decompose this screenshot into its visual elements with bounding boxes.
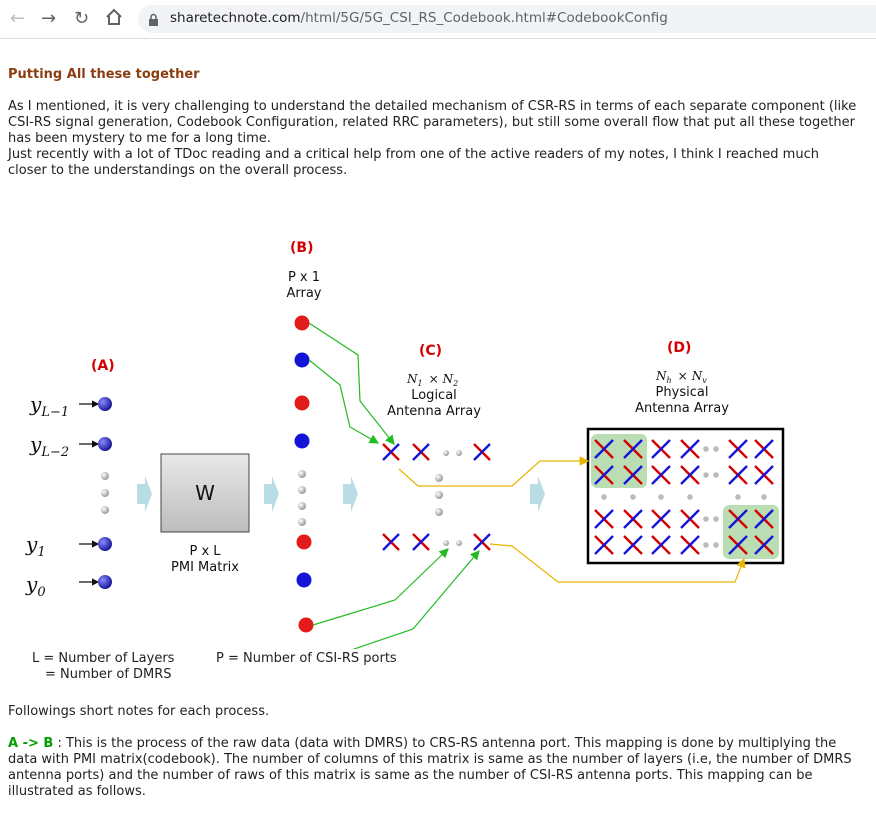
antenna-element: [651, 465, 671, 485]
ellipsis-dot: [630, 494, 636, 500]
port-dots: [294, 315, 314, 633]
a-to-b-label: A -> B: [8, 736, 54, 751]
label-b: (B): [290, 240, 313, 256]
ellipsis-dot: [687, 494, 693, 500]
csi-rs-flow-diagram: (A) yL−1 yL−2 y1 y0: [25, 240, 785, 649]
forward-arrow-icon[interactable]: →: [41, 8, 57, 29]
antenna-element: [623, 439, 643, 459]
logical-dim-label: N1×N2: [406, 372, 458, 388]
ellipsis-dot: [713, 472, 719, 478]
logical-array-label: Antenna Array: [387, 404, 481, 419]
layer-dots: [98, 397, 112, 589]
array-dim-label: P x 1: [288, 270, 320, 285]
antenna-element: [680, 509, 700, 529]
url-text: sharetechnote.com/html/5G/5G_CSI_RS_Code…: [170, 10, 668, 26]
ellipsis-dot: [601, 494, 607, 500]
array-label: Array: [286, 286, 321, 301]
home-icon[interactable]: [105, 8, 123, 31]
antenna-element: [754, 535, 774, 555]
ellipsis-dot: [703, 446, 709, 452]
reload-icon[interactable]: ↻: [74, 8, 90, 29]
label-c: (C): [419, 343, 442, 359]
pmi-matrix-box: [160, 453, 250, 533]
antenna-element: [651, 535, 671, 555]
antenna-element: [754, 509, 774, 529]
pmi-dim-label: P x L: [189, 544, 221, 559]
antenna-element: [754, 465, 774, 485]
logical-array: [382, 443, 491, 551]
label-d: (D): [667, 340, 691, 356]
ellipsis-dot: [713, 516, 719, 522]
address-bar[interactable]: sharetechnote.com/html/5G/5G_CSI_RS_Code…: [138, 5, 876, 33]
antenna-element: [651, 509, 671, 529]
paragraph-a-to-b: A -> B : This is the process of the raw …: [8, 736, 852, 799]
y-label-0: y0: [25, 572, 46, 600]
physical-array-label: Antenna Array: [635, 401, 729, 416]
ellipsis-dot: [658, 494, 664, 500]
block-arrows: [137, 476, 545, 512]
antenna-element: [680, 465, 700, 485]
physical-array: [594, 439, 774, 555]
antenna-element: [623, 535, 643, 555]
label-a: (A): [91, 358, 115, 374]
ellipsis-dot: [703, 472, 709, 478]
back-arrow-icon[interactable]: ←: [10, 8, 26, 29]
page-content: Putting All these together As I mentione…: [0, 39, 876, 819]
antenna-element: [754, 439, 774, 459]
section-heading: Putting All these together: [8, 67, 200, 82]
ellipsis-dot: [703, 516, 709, 522]
antenna-element: [594, 509, 614, 529]
y-label-l-minus-2: yL−2: [29, 432, 69, 460]
antenna-element: [623, 509, 643, 529]
lock-icon: [148, 12, 159, 31]
browser-toolbar: ← → ↻ sharetechnote.com/html/5G/5G_CSI_R…: [0, 0, 876, 39]
antenna-element: [728, 465, 748, 485]
antenna-element: [651, 439, 671, 459]
y-label-l-minus-1: yL−1: [29, 392, 69, 420]
y-labels: yL−1 yL−2 y1 y0: [25, 392, 69, 600]
ellipsis-dot: [703, 542, 709, 548]
antenna-element: [728, 535, 748, 555]
antenna-element: [728, 439, 748, 459]
paragraph-recent: Just recently with a lot of TDoc reading…: [8, 147, 819, 178]
ellipsis-dot: [713, 446, 719, 452]
antenna-element: [728, 509, 748, 529]
legend-ports: P = Number of CSI-RS ports: [216, 651, 397, 666]
paragraph-intro: As I mentioned, it is very challenging t…: [8, 99, 857, 146]
w-label: W: [195, 481, 215, 505]
ellipsis-dot: [761, 494, 767, 500]
ellipsis-dot: [713, 542, 719, 548]
antenna-element: [594, 439, 614, 459]
y-arrows: [79, 400, 100, 586]
y-label-1: y1: [25, 532, 46, 560]
pmi-matrix-label: PMI Matrix: [171, 560, 239, 575]
ellipsis-dot: [735, 494, 741, 500]
physical-label: Physical: [656, 385, 709, 400]
green-arrows: [308, 322, 480, 649]
paragraph-notes: Followings short notes for each process.: [8, 704, 270, 719]
logical-label: Logical: [411, 388, 457, 403]
antenna-element: [680, 535, 700, 555]
yellow-arrows: [398, 456, 746, 583]
antenna-element: [594, 465, 614, 485]
physical-dim-label: Nh×Nv: [655, 369, 707, 385]
antenna-element: [594, 535, 614, 555]
legend-layers: L = Number of Layers = Number of DMRS: [32, 651, 175, 682]
antenna-element: [680, 439, 700, 459]
antenna-element: [623, 465, 643, 485]
